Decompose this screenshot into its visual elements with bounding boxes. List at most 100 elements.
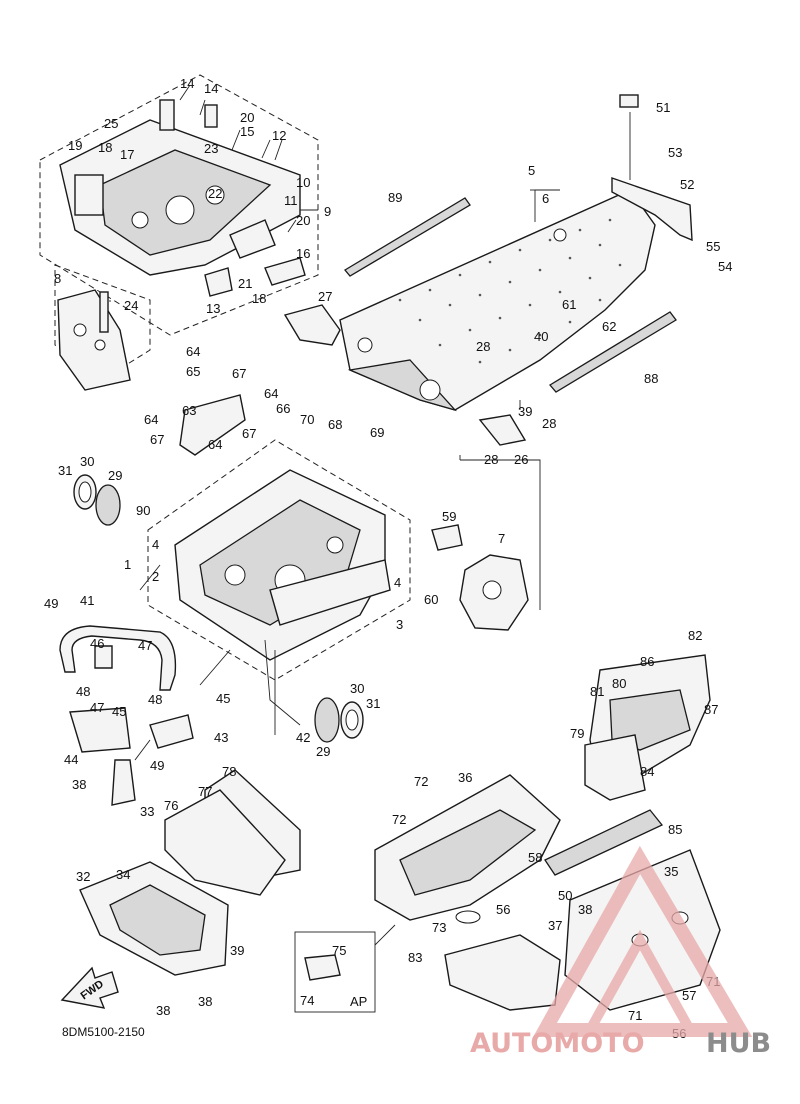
callout-5: 5 (528, 163, 535, 178)
callout-14b: 14 (204, 81, 218, 96)
watermark-triangle-inner (581, 929, 699, 1035)
callout-9: 9 (324, 204, 331, 219)
callout-83: 83 (408, 950, 422, 965)
callout-61: 61 (562, 297, 576, 312)
callout-49a: 49 (44, 596, 58, 611)
ap-inset-box (294, 924, 396, 1013)
callout-67c: 67 (150, 432, 164, 447)
callout-30b: 30 (350, 681, 364, 696)
callout-90: 90 (136, 503, 150, 518)
callout-86: 86 (640, 654, 654, 669)
boot-parts-upper (73, 474, 121, 526)
callout-72a: 72 (414, 774, 428, 789)
part-26-bracket (478, 414, 527, 446)
callout-17: 17 (120, 147, 134, 162)
callout-64d: 64 (208, 437, 222, 452)
callout-29b: 29 (316, 744, 330, 759)
callout-50: 50 (558, 888, 572, 903)
callout-74: 74 (300, 993, 314, 1008)
callout-31a: 31 (58, 463, 72, 478)
callout-28b: 28 (542, 416, 556, 431)
callout-77: 77 (198, 784, 212, 799)
callout-30a: 30 (80, 454, 94, 469)
part-88-strip (549, 311, 677, 393)
callout-69: 69 (370, 425, 384, 440)
callout-48b: 48 (148, 692, 162, 707)
callout-57: 57 (682, 988, 696, 1003)
callout-11: 11 (284, 193, 298, 208)
callout-43: 43 (214, 730, 228, 745)
callout-47b: 47 (90, 700, 104, 715)
part-51-pad (619, 94, 639, 108)
callout-64b: 64 (264, 386, 278, 401)
callout-49b: 49 (150, 758, 164, 773)
callout-68: 68 (328, 417, 342, 432)
callout-44: 44 (64, 752, 78, 767)
callout-78: 78 (222, 764, 236, 779)
callout-62: 62 (602, 319, 616, 334)
part-52-bracket (611, 177, 693, 242)
watermark-text-part1: AUTOMOTO (470, 1028, 645, 1059)
callout-14a: 14 (180, 76, 194, 91)
callout-40: 40 (534, 329, 548, 344)
callout-42: 42 (296, 730, 310, 745)
callout-41: 41 (80, 593, 94, 608)
callout-56a: 56 (496, 902, 510, 917)
lower-right-upper-panels (584, 654, 711, 801)
forward-direction-arrow (60, 966, 119, 1009)
callout-46: 46 (90, 636, 104, 651)
callout-12: 12 (272, 128, 286, 143)
part-44-bracket (69, 707, 131, 753)
callout-58: 58 (528, 850, 542, 865)
ap-inset-label: AP (350, 994, 367, 1009)
callout-79: 79 (570, 726, 584, 741)
callout-67b: 67 (242, 426, 256, 441)
part-8-bracket (54, 264, 151, 391)
callout-88: 88 (644, 371, 658, 386)
callout-73: 73 (432, 920, 446, 935)
callout-8: 8 (54, 271, 61, 286)
upper-subframe-assembly (39, 74, 319, 336)
part-43-bracket (149, 714, 194, 749)
callout-32: 32 (76, 869, 90, 884)
callout-25: 25 (104, 116, 118, 131)
lower-left-fairings (79, 769, 301, 976)
callout-22: 22 (208, 186, 222, 201)
callout-20a: 20 (240, 110, 254, 125)
callout-3: 3 (396, 617, 403, 632)
callout-67a: 67 (232, 366, 246, 381)
callout-18b: 18 (252, 291, 266, 306)
callout-7: 7 (498, 531, 505, 546)
callout-59: 59 (442, 509, 456, 524)
callout-82: 82 (688, 628, 702, 643)
callout-64c: 64 (144, 412, 158, 427)
boot-parts-lower (314, 697, 364, 743)
callout-80: 80 (612, 676, 626, 691)
callout-38b: 38 (198, 994, 212, 1009)
callout-39b: 39 (230, 943, 244, 958)
callout-70: 70 (300, 412, 314, 427)
callout-34: 34 (116, 867, 130, 882)
callout-6: 6 (542, 191, 549, 206)
part-27-bracket (283, 304, 341, 346)
callout-89: 89 (388, 190, 402, 205)
callout-71b: 71 (628, 1008, 642, 1023)
callout-60: 60 (424, 592, 438, 607)
callout-33: 33 (140, 804, 154, 819)
callout-21: 21 (238, 276, 252, 291)
callout-15: 15 (240, 124, 254, 139)
callout-45a: 45 (216, 691, 230, 706)
callout-48a: 48 (76, 684, 90, 699)
callout-18a: 18 (98, 140, 112, 155)
callout-55: 55 (706, 239, 720, 254)
callout-13: 13 (206, 301, 220, 316)
callout-20b: 20 (296, 213, 310, 228)
callout-45b: 45 (112, 704, 126, 719)
callout-2: 2 (152, 569, 159, 584)
callout-38d: 38 (578, 902, 592, 917)
callout-19: 19 (68, 138, 82, 153)
main-frame-assembly (147, 394, 411, 681)
callout-76: 76 (164, 798, 178, 813)
callout-66: 66 (276, 401, 290, 416)
callout-84: 84 (640, 764, 654, 779)
